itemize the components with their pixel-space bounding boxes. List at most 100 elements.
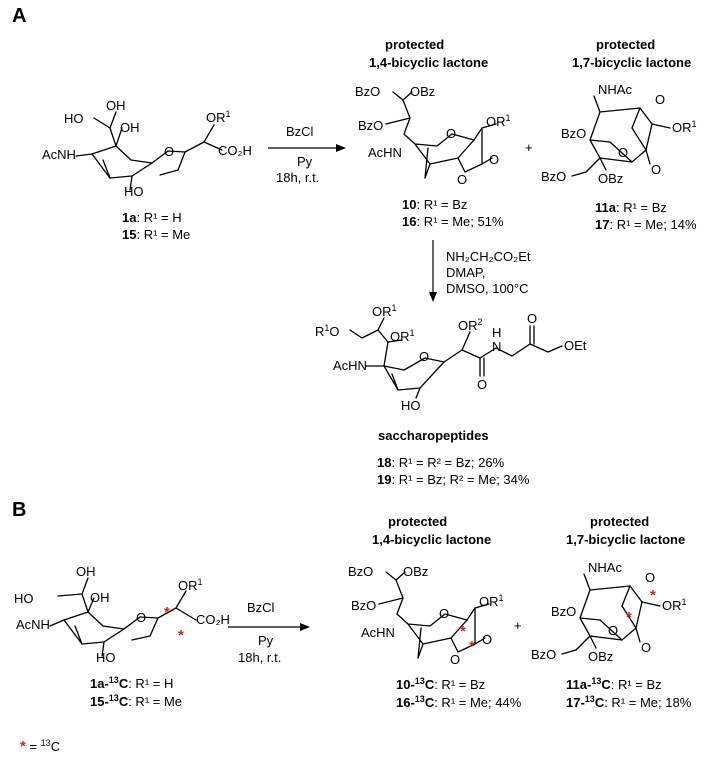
label-star-5: * — [650, 587, 656, 604]
compound-label-18: 18: R¹ = R² = Bz; 26% — [377, 455, 505, 470]
ring-o-11b: O — [645, 570, 655, 585]
structure-1a — [75, 111, 223, 191]
group-co2h-1: CO₂H — [218, 143, 252, 158]
group-oh-2: OH — [120, 120, 140, 135]
header-lactone-17b: 1,7-bicyclic lactone — [566, 532, 685, 547]
group-oh-4: OH — [90, 590, 110, 605]
header-protected-14b: protected — [388, 514, 447, 529]
group-or1-11: OR1 — [672, 119, 697, 135]
ester-o: O — [527, 311, 537, 326]
carbonyl-o-11b: O — [641, 640, 651, 655]
group-or1-10: OR1 — [486, 113, 511, 129]
group-nhac-1: NHAc — [598, 82, 632, 97]
group-obz-2: OBz — [598, 171, 623, 186]
ring-o-1b: O — [136, 610, 146, 625]
structure-11a-13c — [561, 573, 661, 655]
label-star-2: * — [178, 627, 184, 644]
label-star-4: * — [469, 638, 475, 655]
structure-1a-13c — [49, 577, 197, 657]
group-or1-10b: OR1 — [479, 593, 504, 609]
group-bzo-7: BzO — [551, 604, 576, 619]
group-or2: OR2 — [458, 317, 483, 333]
ring-o-18: O — [419, 349, 429, 364]
compound-label-15-13c: 15-13C: R¹ = Me — [90, 693, 182, 709]
reagent-py-b: Py — [258, 633, 274, 648]
group-acnh-1: AcNH — [42, 147, 76, 162]
compound-label-15: 15: R¹ = Me — [122, 227, 190, 242]
compound-label-17-13c: 17-13C: R¹ = Me; 18% — [566, 694, 692, 710]
group-or1-11b: OR1 — [662, 597, 687, 613]
ring-o-11: O — [655, 92, 665, 107]
reagent-dmap: DMAP, — [446, 265, 486, 280]
header-protected-14a: protected — [385, 37, 444, 52]
carbonyl-o-11: O — [651, 162, 661, 177]
structure-18 — [349, 317, 563, 399]
group-bzo-8: BzO — [531, 647, 556, 662]
compound-label-11a-13c: 11a-13C: R¹ = Bz — [566, 676, 662, 692]
footnote-13c: * = 13C — [20, 738, 60, 755]
group-bzo-6: BzO — [351, 598, 376, 613]
panel-label-a: A — [12, 5, 26, 27]
ring-o-10: O — [446, 126, 456, 141]
group-obz-1: OBz — [410, 84, 435, 99]
group-ho-3: HO — [401, 398, 421, 413]
group-bzo-3: BzO — [561, 126, 586, 141]
group-bzo-4: BzO — [541, 169, 566, 184]
compound-label-11a: 11a: R¹ = Bz — [595, 200, 667, 215]
compound-label-10-13c: 10-13C: R¹ = Bz — [396, 676, 485, 692]
lactone-o-10b: O — [450, 652, 460, 667]
ring-o-10b: O — [439, 606, 449, 621]
ring-o-1: O — [164, 144, 174, 159]
group-obz-3: OBz — [403, 564, 428, 579]
group-or1-18a: OR1 — [372, 303, 397, 319]
carbonyl-o-10: O — [489, 152, 499, 167]
group-ho-4: HO — [14, 591, 34, 606]
group-achn-1: AcHN — [368, 145, 402, 160]
plus-sign-a: + — [525, 140, 533, 155]
group-nhac-2: NHAc — [588, 560, 622, 575]
group-achn-3: AcHN — [361, 625, 395, 640]
lactone-o-10: O — [457, 172, 467, 187]
header-lactone-14a: 1,4-bicyclic lactone — [369, 55, 488, 70]
group-oh-1: OH — [106, 98, 126, 113]
group-or1-1: OR1 — [206, 109, 231, 125]
group-ho-1: HO — [64, 111, 84, 126]
compound-label-19: 19: R¹ = Bz; R² = Me; 34% — [377, 472, 530, 487]
group-or1-18b: OR1 — [390, 328, 415, 344]
amide-n: N — [492, 339, 501, 354]
compound-label-16-13c: 16-13C: R¹ = Me; 44% — [396, 694, 522, 710]
group-bzo-5: BzO — [348, 564, 373, 579]
reagent-bzcl-a: BzCl — [286, 124, 314, 139]
group-oet: OEt — [564, 338, 587, 353]
plus-sign-b: + — [514, 618, 522, 633]
group-or1-1b: OR1 — [178, 577, 203, 593]
amide-h: H — [492, 325, 501, 340]
reagent-py-a: Py — [297, 154, 313, 169]
condition-dmso: DMSO, 100°C — [446, 281, 529, 296]
condition-b: 18h, r.t. — [238, 650, 281, 665]
group-oh-3: OH — [76, 564, 96, 579]
compound-label-17: 17: R¹ = Me; 14% — [595, 217, 697, 232]
group-ho-5: HO — [96, 650, 116, 665]
carbonyl-o-10b: O — [482, 632, 492, 647]
group-ho-2: HO — [124, 184, 144, 199]
label-star-6: * — [626, 609, 632, 626]
structure-10-13c — [378, 571, 490, 659]
group-bzo-1: BzO — [355, 84, 380, 99]
group-acnh-2: AcNH — [16, 617, 50, 632]
label-star-3: * — [460, 623, 466, 640]
condition-a: 18h, r.t. — [276, 170, 319, 185]
group-co2h-2: CO₂H — [196, 612, 230, 627]
reagent-bzcl-b: BzCl — [247, 600, 275, 615]
header-protected-17b: protected — [590, 514, 649, 529]
group-obz-4: OBz — [588, 649, 613, 664]
panel-label-b: B — [12, 499, 26, 521]
compound-label-16: 16: R¹ = Me; 51% — [402, 214, 504, 229]
header-lactone-17a: 1,7-bicyclic lactone — [572, 55, 691, 70]
group-r1o: R1O — [315, 323, 340, 339]
saccharopeptides-label: saccharopeptides — [378, 428, 489, 443]
group-achn-2: AcHN — [333, 358, 367, 373]
header-protected-17a: protected — [596, 37, 655, 52]
compound-label-1a: 1a: R¹ = H — [122, 210, 182, 225]
